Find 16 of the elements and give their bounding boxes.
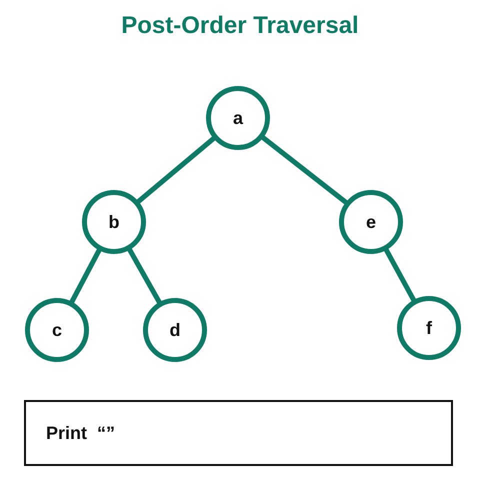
- node-label: a: [232, 108, 243, 128]
- node-label: f: [426, 318, 432, 338]
- tree-edge: [260, 135, 348, 205]
- diagram-title: Post-Order Traversal: [121, 12, 359, 40]
- node-label: b: [108, 212, 120, 232]
- node-label: e: [366, 212, 376, 232]
- tree-node-circle: [82, 190, 146, 254]
- node-label: d: [170, 320, 180, 340]
- tree-edge: [127, 248, 162, 304]
- output-box: [24, 400, 453, 466]
- node-label: c: [52, 320, 62, 340]
- tree-edge: [136, 136, 216, 204]
- node-label: Print “”: [46, 422, 116, 444]
- tree-edge: [69, 248, 102, 304]
- tree-node-circle: [206, 86, 270, 150]
- tree-edge: [384, 248, 416, 302]
